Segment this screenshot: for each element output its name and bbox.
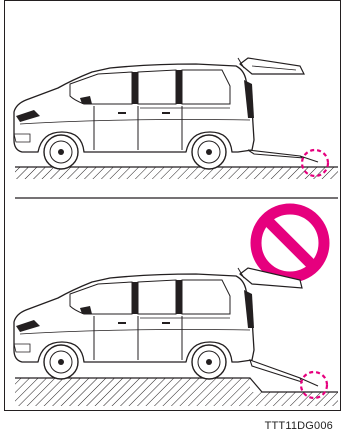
rear-ramp: [248, 150, 304, 158]
panel-level-ground: [14, 58, 338, 179]
van: [14, 274, 254, 379]
panel-raised-ground: [14, 209, 338, 406]
rear-ramp: [250, 360, 302, 382]
figure-code: TTT11DG006: [265, 420, 333, 432]
back-door-open: [240, 58, 304, 74]
van: [14, 64, 254, 169]
prohibition-icon: [256, 209, 324, 277]
